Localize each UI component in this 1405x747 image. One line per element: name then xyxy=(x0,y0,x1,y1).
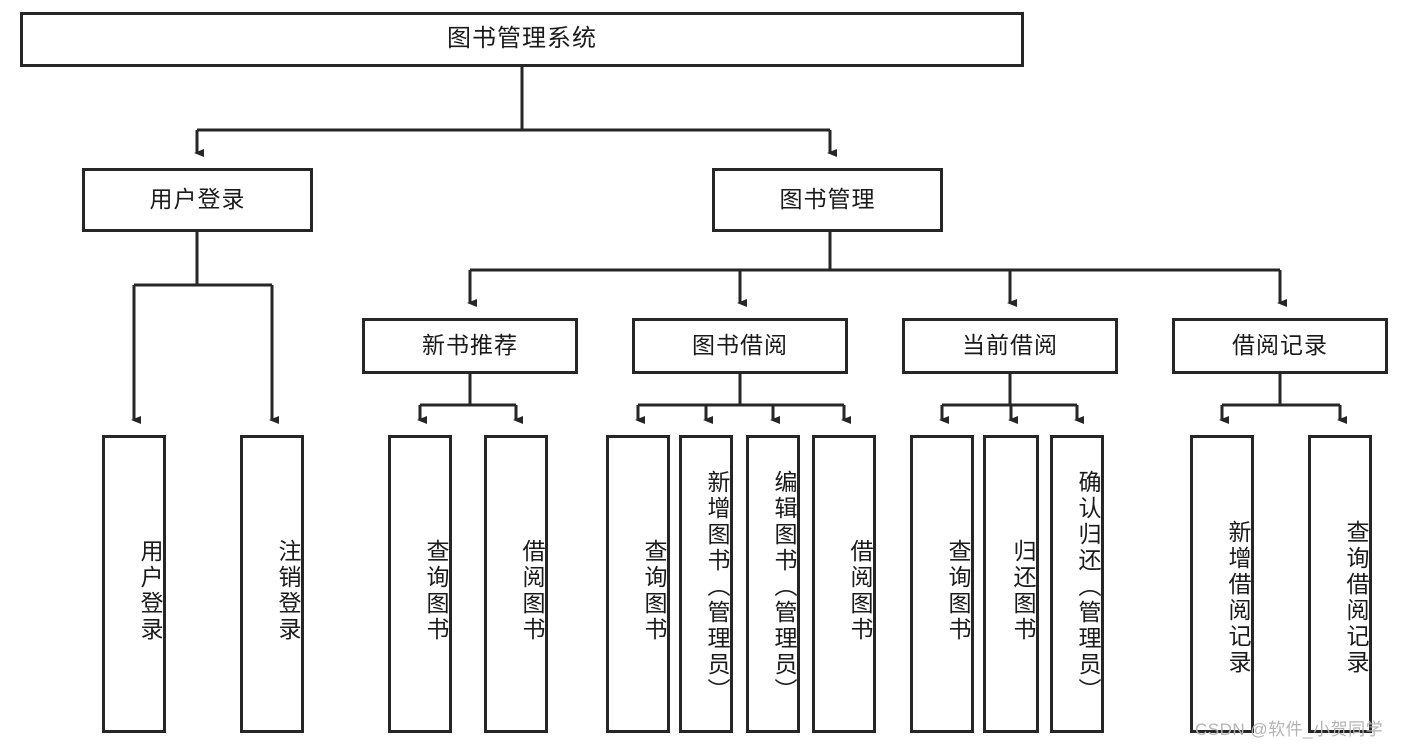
node-new-book-recommend[interactable]: 新书推荐 xyxy=(362,318,578,374)
node-leaf-borrow-book-1[interactable]: 借阅图书 xyxy=(484,435,548,733)
node-book-manage-label: 图书管理 xyxy=(779,186,876,213)
node-leaf-add-record-label: 新增借阅记录 xyxy=(1225,520,1251,676)
node-leaf-borrow-book-2[interactable]: 借阅图书 xyxy=(812,435,876,733)
node-leaf-add-book-label: 新增图书（管理员） xyxy=(704,470,730,704)
node-book-manage[interactable]: 图书管理 xyxy=(712,168,943,232)
node-leaf-confirm-return[interactable]: 确认归还（管理员） xyxy=(1050,435,1104,733)
node-current-borrow[interactable]: 当前借阅 xyxy=(902,318,1118,374)
node-leaf-query-book-3[interactable]: 查询图书 xyxy=(910,435,974,733)
node-borrow-record[interactable]: 借阅记录 xyxy=(1172,318,1388,374)
node-root[interactable]: 图书管理系统 xyxy=(20,12,1024,67)
node-leaf-borrow-book-1-label: 借阅图书 xyxy=(519,539,545,643)
node-root-label: 图书管理系统 xyxy=(447,25,597,53)
node-book-borrow-label: 图书借阅 xyxy=(692,332,788,359)
node-leaf-logout-label: 注销登录 xyxy=(275,539,301,643)
node-new-book-recommend-label: 新书推荐 xyxy=(422,332,518,359)
node-leaf-edit-book-label: 编辑图书（管理员） xyxy=(771,470,797,704)
watermark: CSDN @软件_小贺同学 xyxy=(1195,720,1384,739)
node-leaf-user-login-label: 用户登录 xyxy=(137,539,163,643)
node-leaf-query-record[interactable]: 查询借阅记录 xyxy=(1308,435,1372,733)
node-leaf-logout[interactable]: 注销登录 xyxy=(240,435,304,733)
node-leaf-query-book-1[interactable]: 查询图书 xyxy=(388,435,452,733)
node-borrow-record-label: 借阅记录 xyxy=(1232,332,1328,359)
node-leaf-user-login[interactable]: 用户登录 xyxy=(102,435,166,733)
node-leaf-borrow-book-2-label: 借阅图书 xyxy=(847,539,873,643)
node-leaf-query-book-2-label: 查询图书 xyxy=(641,539,667,643)
node-leaf-query-book-3-label: 查询图书 xyxy=(945,539,971,643)
node-book-borrow[interactable]: 图书借阅 xyxy=(632,318,848,374)
node-user-login[interactable]: 用户登录 xyxy=(82,168,313,232)
node-leaf-confirm-return-label: 确认归还（管理员） xyxy=(1075,470,1101,704)
node-leaf-query-book-2[interactable]: 查询图书 xyxy=(606,435,670,733)
node-leaf-return-book-label: 归还图书 xyxy=(1010,539,1036,643)
node-leaf-query-book-1-label: 查询图书 xyxy=(423,539,449,643)
node-leaf-add-record[interactable]: 新增借阅记录 xyxy=(1190,435,1254,733)
node-user-login-label: 用户登录 xyxy=(149,186,246,213)
node-leaf-edit-book[interactable]: 编辑图书（管理员） xyxy=(746,435,800,733)
node-current-borrow-label: 当前借阅 xyxy=(962,332,1058,359)
node-leaf-add-book[interactable]: 新增图书（管理员） xyxy=(679,435,733,733)
node-leaf-return-book[interactable]: 归还图书 xyxy=(983,435,1039,733)
node-leaf-query-record-label: 查询借阅记录 xyxy=(1343,520,1369,676)
